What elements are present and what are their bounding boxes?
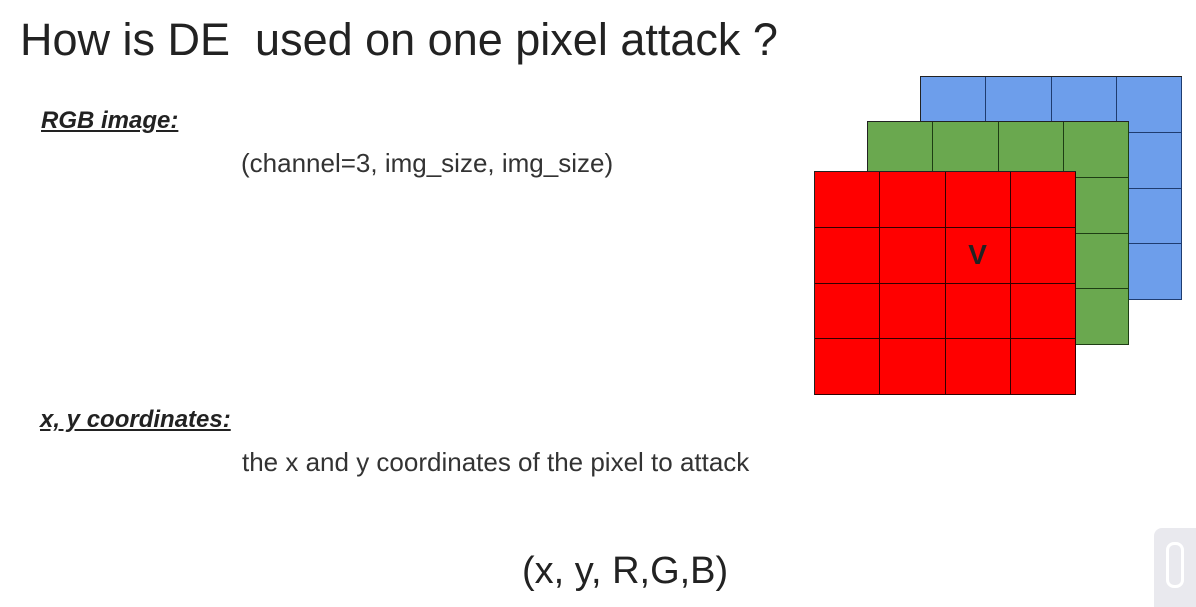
pixel-cell: [1010, 172, 1076, 228]
red-channel-layer: V: [814, 171, 1076, 395]
overlay-control-icon[interactable]: [1154, 528, 1196, 607]
pixel-cell: [815, 227, 881, 284]
pixel-cell: [880, 339, 946, 395]
pixel-cell: [945, 283, 1011, 340]
pixel-cell: [1010, 227, 1076, 284]
pixel-cell: [815, 283, 881, 340]
rgb-image-shape: (channel=3, img_size, img_size): [241, 148, 614, 178]
pixel-cell: [945, 339, 1011, 395]
pixel-cell: [945, 172, 1011, 228]
pixel-cell: [1010, 283, 1076, 340]
pixel-cell: [1063, 122, 1129, 178]
pixel-cell: [998, 122, 1064, 178]
pixel-cell: [880, 227, 946, 284]
pixel-cell: [868, 122, 934, 178]
pixel-cell: [815, 339, 881, 395]
rgb-image-label: RGB image:: [41, 107, 179, 134]
pixel-cell: [815, 172, 881, 228]
slide-title: How is DE used on one pixel attack ?: [20, 14, 778, 65]
pixel-cell: [933, 122, 999, 178]
xy-coordinates-description: the x and y coordinates of the pixel to …: [242, 447, 750, 477]
pixel-cell: [880, 283, 946, 340]
xy-coordinates-label: x, y coordinates:: [40, 406, 231, 433]
target-pixel-cell: V: [945, 227, 1011, 284]
pixel-cell: [880, 172, 946, 228]
solution-tuple: (x, y, R,G,B): [522, 550, 729, 592]
pixel-cell: [1010, 339, 1076, 395]
